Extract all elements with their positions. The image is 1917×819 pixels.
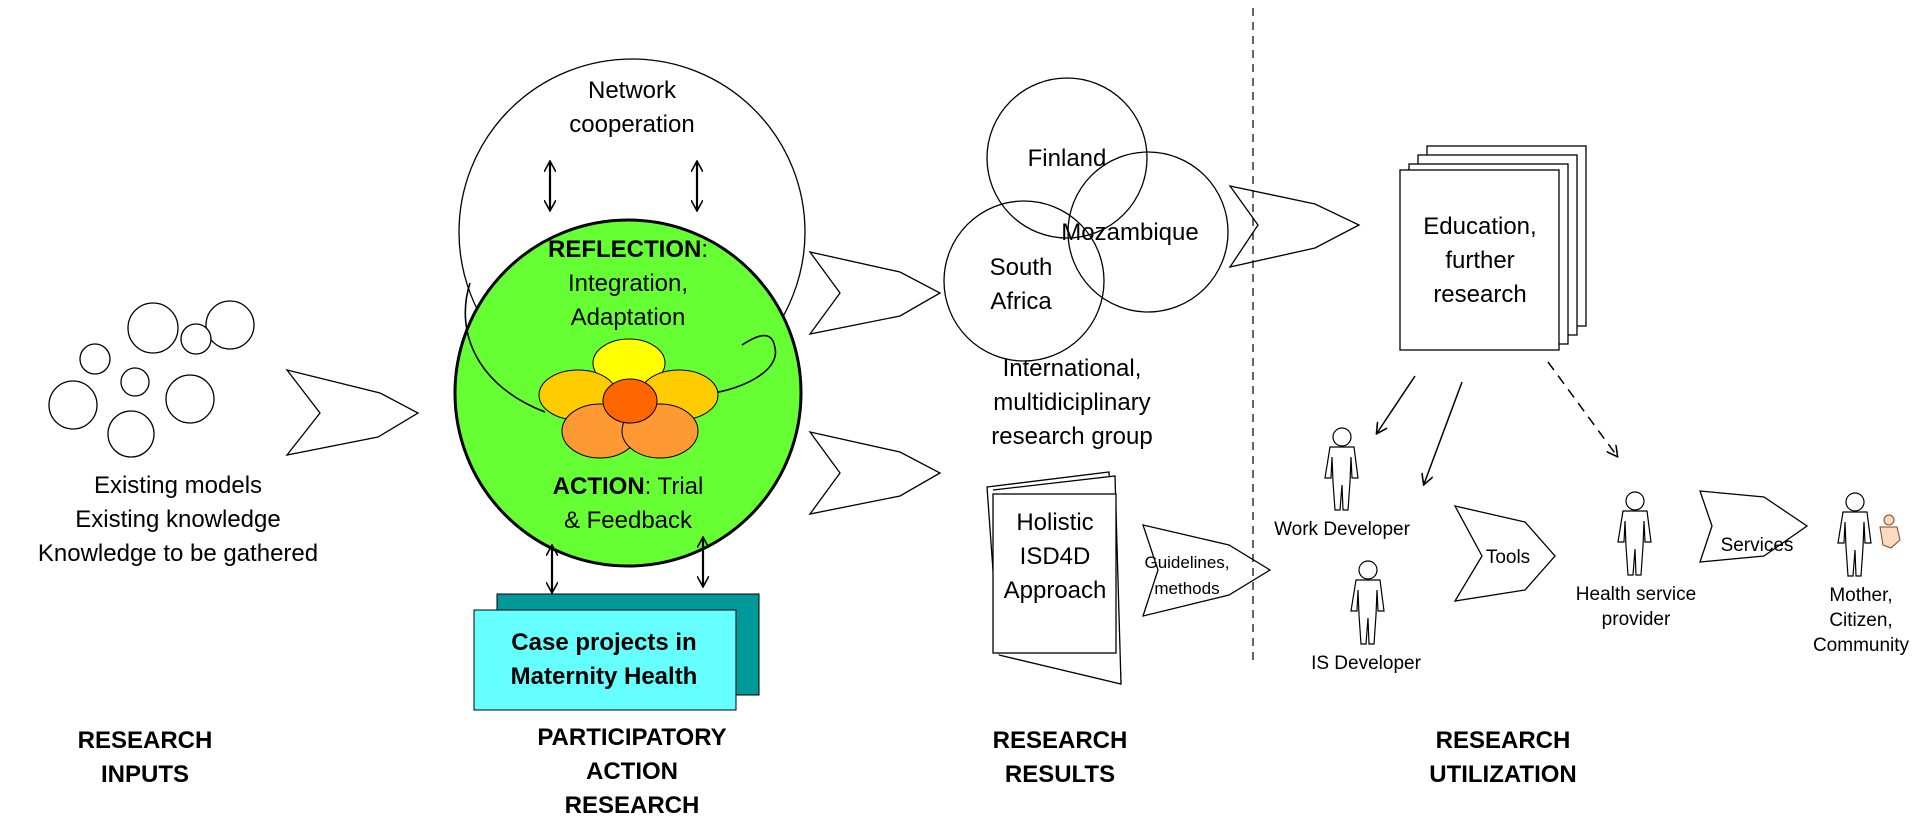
section-par-line-3: RESEARCH: [565, 792, 700, 819]
book-line-3: Approach: [1004, 577, 1107, 604]
flow-arrow: [1424, 381, 1463, 484]
health-provider-line-2: provider: [1602, 609, 1671, 630]
country-south-africa-line-1: South: [990, 254, 1053, 281]
country-circles: [943, 77, 1229, 362]
section-utilization-line-2: UTILIZATION: [1429, 761, 1577, 788]
flow-arrow-dashed: [1547, 361, 1617, 456]
guidelines-arrow: [1142, 524, 1272, 617]
education-line-1: Education,: [1423, 213, 1536, 240]
chevron-arrow-icon: [285, 368, 420, 456]
section-results-line-1: RESEARCH: [993, 727, 1128, 754]
work-developer-label: Work Developer: [1274, 519, 1411, 540]
inputs-line-1: Existing models: [94, 472, 262, 499]
reflection-colon: :: [701, 236, 708, 263]
person-icon: [1350, 560, 1385, 645]
action-line-2: & Feedback: [564, 507, 693, 534]
group-line-2: multidiciplinary: [993, 389, 1150, 416]
country-south-africa-line-2: Africa: [990, 288, 1052, 315]
chevron-arrow-icon: [1228, 185, 1361, 268]
chevron-arrow-icon: [808, 430, 942, 515]
case-projects-box: [473, 609, 737, 711]
book-line-1: Holistic: [1016, 509, 1093, 536]
health-provider-line-1: Health service: [1576, 584, 1696, 605]
group-line-1: International,: [1003, 355, 1142, 382]
action-heading-line: ACTION: Trial: [553, 473, 704, 500]
tools-arrow: [1453, 505, 1556, 602]
guidelines-line-2: methods: [1154, 579, 1219, 598]
section-par-line-1: PARTICIPATORY: [537, 724, 726, 751]
cycle-curve: [699, 334, 777, 396]
book-icon: [986, 471, 1122, 685]
case-projects-line-1: Case projects in: [511, 629, 696, 656]
section-utilization-line-1: RESEARCH: [1436, 727, 1571, 754]
guidelines-line-1: Guidelines,: [1144, 553, 1229, 572]
person-icon: [1617, 491, 1652, 576]
book-line-2: ISD4D: [1020, 543, 1091, 570]
network-label-line-2: cooperation: [569, 111, 694, 138]
section-inputs-line-1: RESEARCH: [78, 727, 213, 754]
action-rest: : Trial: [645, 473, 704, 500]
network-label-line-1: Network: [588, 77, 677, 104]
mother-line-1: Mother,: [1829, 585, 1892, 606]
tools-label: Tools: [1486, 547, 1530, 568]
services-label: Services: [1721, 535, 1794, 556]
section-par-line-2: ACTION: [586, 758, 678, 785]
flow-arrow: [1377, 375, 1416, 433]
mother-line-3: Community: [1813, 635, 1910, 656]
action-heading: ACTION: [553, 473, 645, 500]
chevron-arrow-icon: [808, 250, 942, 335]
group-line-3: research group: [991, 423, 1152, 450]
flower-icon: [538, 338, 719, 459]
person-icon: [1837, 492, 1872, 577]
section-inputs-line-2: INPUTS: [101, 761, 189, 788]
is-developer-label: IS Developer: [1311, 653, 1422, 674]
inputs-line-2: Existing knowledge: [75, 506, 280, 533]
country-finland: Finland: [1028, 145, 1107, 172]
education-line-2: further: [1445, 247, 1514, 274]
reflection-line-2: Adaptation: [571, 304, 686, 331]
education-line-3: research: [1433, 281, 1526, 308]
cycle-curve: [464, 282, 546, 413]
case-projects-line-2: Maternity Health: [511, 663, 698, 690]
reflection-heading: REFLECTION: [548, 236, 701, 263]
baby-icon: [1879, 514, 1901, 549]
knowledge-bubbles: [48, 300, 255, 458]
document-stack-icon: [1399, 145, 1587, 351]
country-mozambique: Mozambique: [1061, 219, 1198, 246]
services-arrow: [1699, 490, 1809, 563]
reflection-heading-line: REFLECTION:: [548, 236, 708, 263]
reflection-line-1: Integration,: [568, 270, 688, 297]
inputs-line-3: Knowledge to be gathered: [38, 540, 318, 567]
person-icon: [1324, 427, 1359, 511]
mother-line-2: Citizen,: [1829, 610, 1892, 631]
section-results-line-2: RESULTS: [1005, 761, 1115, 788]
